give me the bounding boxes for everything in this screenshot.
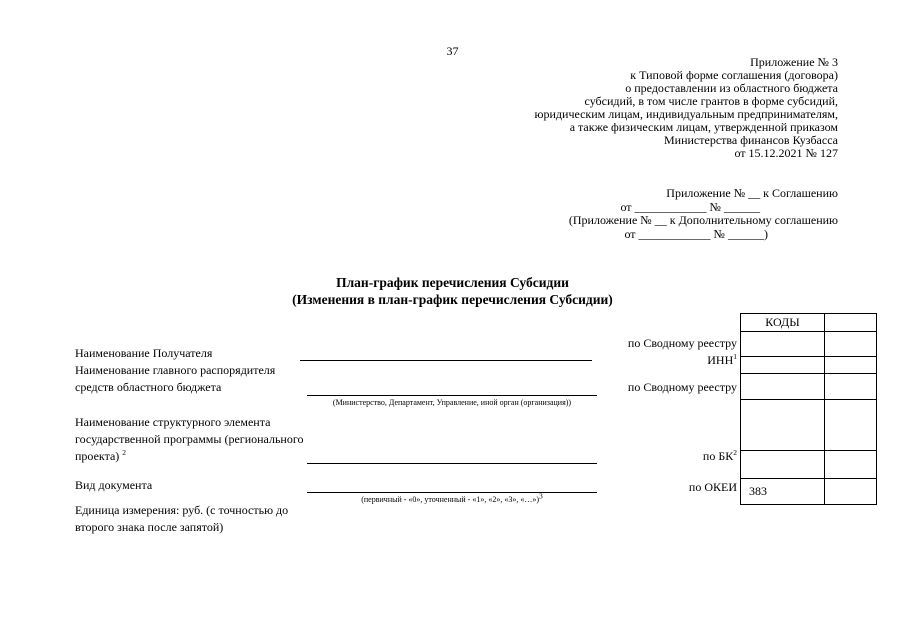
doc-type-caption-text: (первичный - «0», уточненный - «1», «2»,… <box>361 495 539 504</box>
codes-header-cell-right <box>825 314 876 331</box>
codes-header-cell: КОДЫ <box>741 314 825 331</box>
codes-row-blank <box>741 400 876 451</box>
document-title: План-график перечисления Субсидии (Измен… <box>0 274 905 308</box>
unit-label: Единица измерения: руб. (с точностью до … <box>75 503 289 534</box>
codes-cell <box>741 400 825 450</box>
codes-label-okei: по ОКЕИ <box>689 481 737 494</box>
codes-cell <box>741 357 825 373</box>
codes-header-row: КОДЫ <box>741 314 876 332</box>
agreement-line: от ____________ № ______ <box>620 199 760 214</box>
codes-cell <box>825 479 876 504</box>
codes-label-text: по БК <box>702 449 734 463</box>
codes-row-registry-1 <box>741 332 876 357</box>
codes-cell <box>741 451 825 478</box>
codes-row-okei: 383 <box>741 479 876 504</box>
doc-type-caption: (первичный - «0», уточненный - «1», «2»,… <box>307 492 597 505</box>
appendix-line: к Типовой форме соглашения (договора) <box>630 68 838 82</box>
codes-label-sup: 2 <box>733 448 737 457</box>
codes-label-bk: по БК2 <box>702 448 737 463</box>
agreement-header-block: Приложение № __ к Соглашению от ________… <box>568 186 838 241</box>
codes-label-text: по Сводному реестру <box>627 380 737 394</box>
appendix-line: субсидий, в том числе грантов в форме су… <box>584 94 838 108</box>
grbs-caption: (Министерство, Департамент, Управление, … <box>332 398 572 407</box>
codes-cell <box>825 451 876 478</box>
appendix-line: Министерства финансов Кузбасса <box>664 133 838 147</box>
codes-cell <box>825 400 876 450</box>
doc-type-footnote-mark: 3 <box>539 491 543 501</box>
recipient-name-label: Наименование Получателя <box>75 346 213 360</box>
grbs-fill-line <box>307 384 597 396</box>
program-footnote-mark: 2 <box>122 448 127 457</box>
appendix-line: Приложение № 3 <box>750 55 838 69</box>
codes-row-bk <box>741 451 876 479</box>
codes-label-inn: ИНН1 <box>707 352 737 367</box>
codes-cell <box>741 332 825 356</box>
title-line-2: (Изменения в план-график перечисления Су… <box>292 292 613 307</box>
codes-cell <box>825 374 876 399</box>
appendix-line: юридическим лицам, индивидуальным предпр… <box>534 107 838 121</box>
appendix-line: от 15.12.2021 № 127 <box>734 146 838 160</box>
grbs-label: Наименование главного распорядителя сред… <box>75 363 276 394</box>
recipient-name-fill-line <box>300 349 592 361</box>
codes-label-text: по ОКЕИ <box>688 480 737 494</box>
codes-cell <box>741 374 825 399</box>
appendix-header-block: Приложение № 3 к Типовой форме соглашени… <box>535 56 838 160</box>
codes-label-registry-1: по Сводному реестру <box>628 337 737 350</box>
codes-table: КОДЫ 383 <box>740 313 877 505</box>
appendix-line: о предоставлении из областного бюджета <box>625 81 838 95</box>
okei-value-cell: 383 <box>741 479 825 504</box>
appendix-line: а также физическим лицам, утвержденной п… <box>569 120 838 134</box>
codes-row-inn <box>741 357 876 374</box>
codes-row-registry-2 <box>741 374 876 400</box>
doc-type-label: Вид документа <box>75 478 153 492</box>
doc-type-fill-line <box>307 481 597 493</box>
agreement-line: (Приложение № __ к Дополнительному согла… <box>568 213 838 227</box>
agreement-line: от ____________ № ______) <box>624 226 768 241</box>
codes-label-text: по Сводному реестру <box>627 336 737 350</box>
agreement-line: Приложение № __ к Соглашению <box>666 186 838 200</box>
codes-label-registry-2: по Сводному реестру <box>628 381 737 394</box>
program-label-text: Наименование структурного элемента госуд… <box>75 415 304 463</box>
codes-label-text: ИНН <box>707 353 734 367</box>
program-label: Наименование структурного элемента госуд… <box>75 414 310 465</box>
codes-cell <box>825 332 876 356</box>
codes-cell <box>825 357 876 373</box>
codes-label-sup: 1 <box>733 352 737 361</box>
page-number: 37 <box>446 44 459 58</box>
program-fill-line <box>307 452 597 464</box>
title-line-1: План-график перечисления Субсидии <box>336 275 569 290</box>
